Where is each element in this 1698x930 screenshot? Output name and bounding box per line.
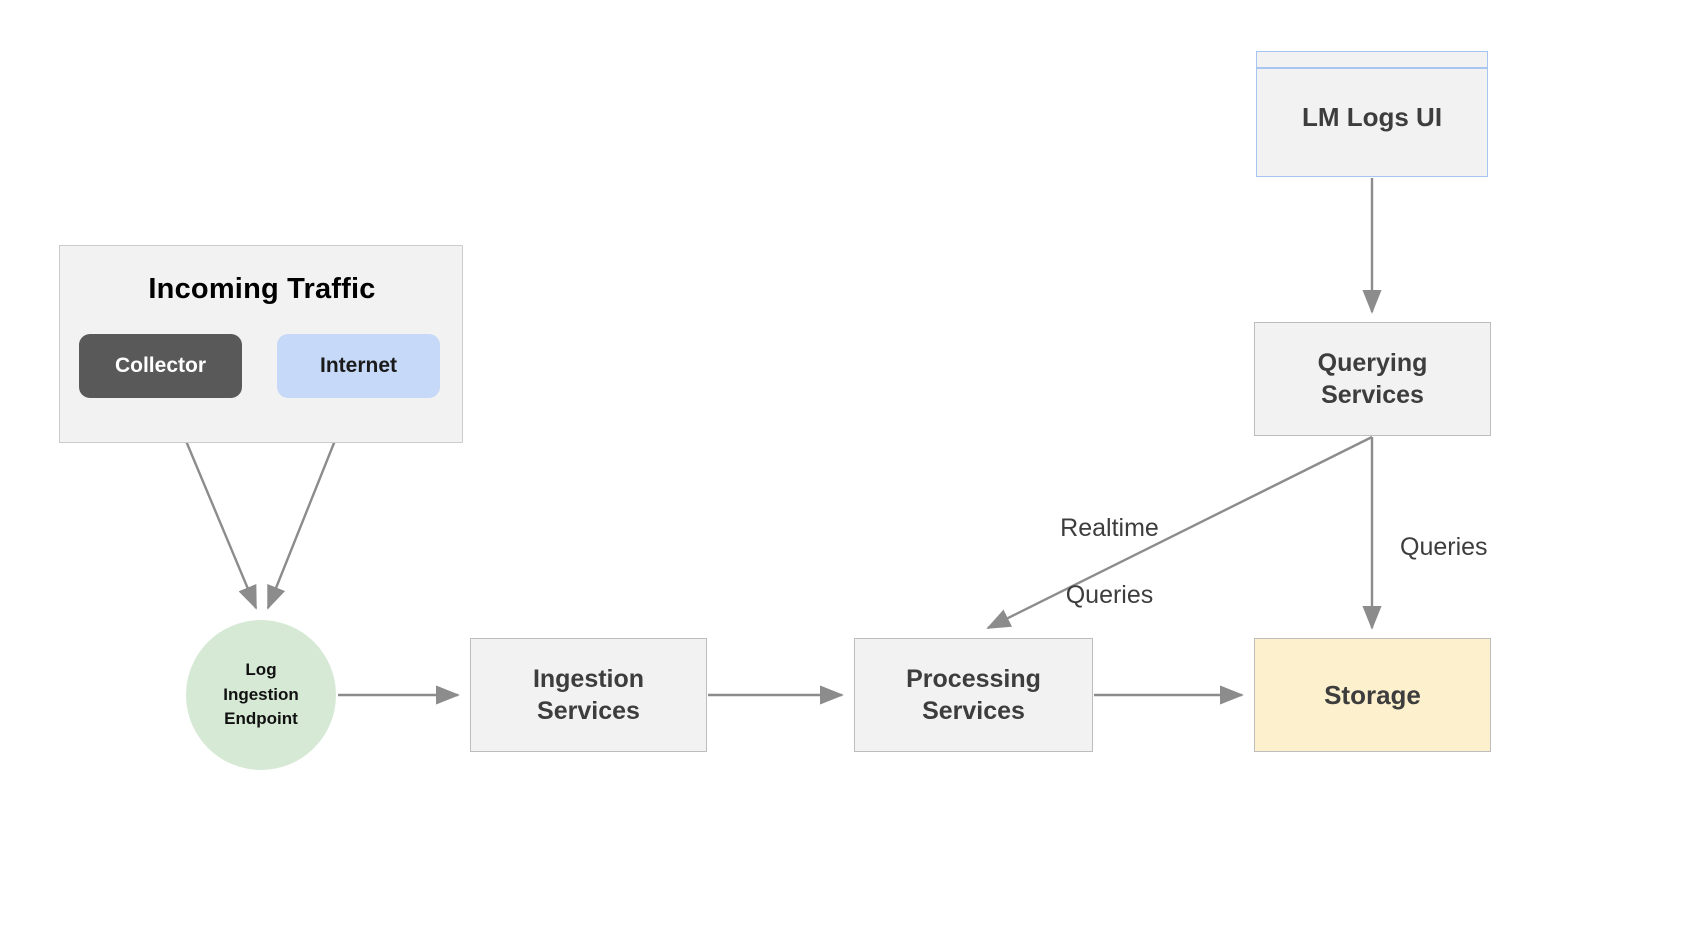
node-lm-logs-ui-label: LM Logs UI — [1301, 102, 1443, 132]
edge-label-realtime-line-2: Queries — [1065, 581, 1154, 610]
endpoint-label-line-3: Endpoint — [224, 709, 298, 729]
processing-label-line-1: Processing — [906, 664, 1041, 693]
group-incoming-traffic-title: Incoming Traffic — [148, 273, 376, 305]
querying-label-line-2: Services — [1321, 381, 1424, 409]
node-processing-services-label: Processing Services — [906, 663, 1041, 728]
ingestion-label-line-2: Services — [537, 697, 640, 725]
querying-label-line-1: Querying — [1317, 348, 1428, 377]
node-lm-logs-ui[interactable]: LM Logs UI — [1256, 51, 1488, 177]
node-ingestion-services[interactable]: Ingestion Services — [470, 638, 707, 752]
node-ingestion-services-label: Ingestion Services — [533, 663, 644, 728]
endpoint-label-line-2: Ingestion — [223, 684, 299, 704]
node-log-ingestion-endpoint-label: Log Ingestion Endpoint — [223, 658, 299, 732]
edge-label-realtime-line-1: Realtime — [1060, 513, 1159, 542]
window-titlebar-divider — [1257, 67, 1487, 69]
node-storage[interactable]: Storage — [1254, 638, 1491, 752]
node-log-ingestion-endpoint[interactable]: Log Ingestion Endpoint — [186, 620, 336, 770]
node-querying-services[interactable]: Querying Services — [1254, 322, 1491, 436]
node-collector-label: Collector — [114, 354, 206, 377]
edge-label-queries: Queries — [1400, 533, 1488, 561]
edge-label-realtime-queries: Realtime Queries — [1032, 478, 1187, 613]
node-internet-label: Internet — [319, 354, 397, 377]
node-internet[interactable]: Internet — [277, 334, 440, 398]
ingestion-label-line-1: Ingestion — [532, 664, 645, 693]
node-collector[interactable]: Collector — [79, 334, 242, 398]
node-storage-label: Storage — [1324, 679, 1421, 710]
node-processing-services[interactable]: Processing Services — [854, 638, 1093, 752]
endpoint-label-line-1: Log — [245, 660, 277, 680]
node-querying-services-label: Querying Services — [1318, 347, 1428, 412]
processing-label-line-2: Services — [922, 697, 1025, 725]
